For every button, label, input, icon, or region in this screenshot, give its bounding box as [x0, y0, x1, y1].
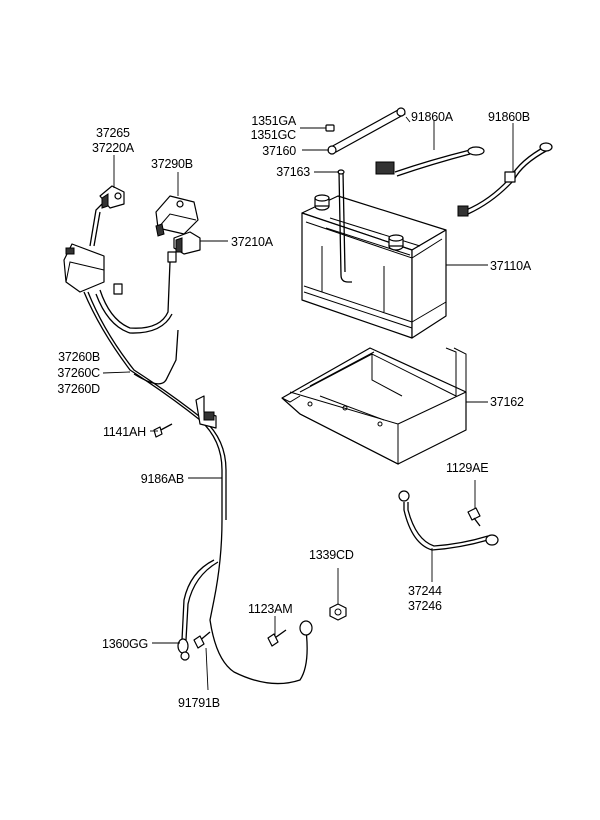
- label-1360gg: 1360GG: [101, 637, 148, 651]
- bolt-1123am: [267, 629, 287, 647]
- label-37260c: 37260C: [57, 366, 100, 380]
- label-37246: 37246: [408, 599, 442, 613]
- label-1141ah: 1141AH: [102, 425, 146, 439]
- label-37162: 37162: [490, 395, 524, 409]
- bolt-91791b: [193, 631, 211, 649]
- clamp-bar: [325, 107, 406, 155]
- label-1129ae: 1129AE: [446, 461, 489, 475]
- label-91860a: 91860A: [411, 110, 453, 124]
- label-37210a: 37210A: [231, 235, 273, 249]
- bolt-1141ah: [153, 423, 173, 438]
- ring-terminals: [177, 620, 313, 661]
- label-37163: 37163: [276, 165, 310, 179]
- cable-91860b: [457, 142, 553, 217]
- battery: [301, 194, 447, 339]
- ground-cable: [398, 490, 499, 551]
- terminal-clamp-37220a: [99, 185, 125, 209]
- label-9186ab: 9186AB: [140, 472, 184, 486]
- leader-lines: [102, 116, 514, 691]
- label-37290b: 37290B: [151, 157, 193, 171]
- label-91860b: 91860B: [488, 110, 530, 124]
- label-37160: 37160: [262, 144, 296, 158]
- terminal-cover: [155, 195, 199, 237]
- label-37260b: 37260B: [58, 350, 100, 364]
- label-91791b: 91791B: [178, 696, 220, 710]
- cable-91860a: [375, 146, 485, 177]
- label-37244: 37244: [408, 584, 442, 598]
- label-1351gc: 1351GC: [250, 128, 297, 142]
- label-37265: 37265: [96, 126, 130, 140]
- label-1123am: 1123AM: [248, 602, 293, 616]
- label-37110a: 37110A: [490, 259, 531, 273]
- nut-1339cd: [329, 603, 347, 621]
- label-37220a: 37220A: [92, 141, 134, 155]
- terminal-37210a: [167, 231, 201, 263]
- bolt-1129ae: [467, 507, 481, 527]
- label-1339cd: 1339CD: [309, 548, 354, 562]
- battery-tray: [281, 347, 467, 465]
- label-1351ga: 1351GA: [251, 114, 296, 128]
- harness-bracket: [195, 395, 217, 429]
- positive-cable-assembly: [63, 199, 308, 685]
- label-37260d: 37260D: [57, 382, 100, 396]
- hold-down-rod: [337, 169, 352, 283]
